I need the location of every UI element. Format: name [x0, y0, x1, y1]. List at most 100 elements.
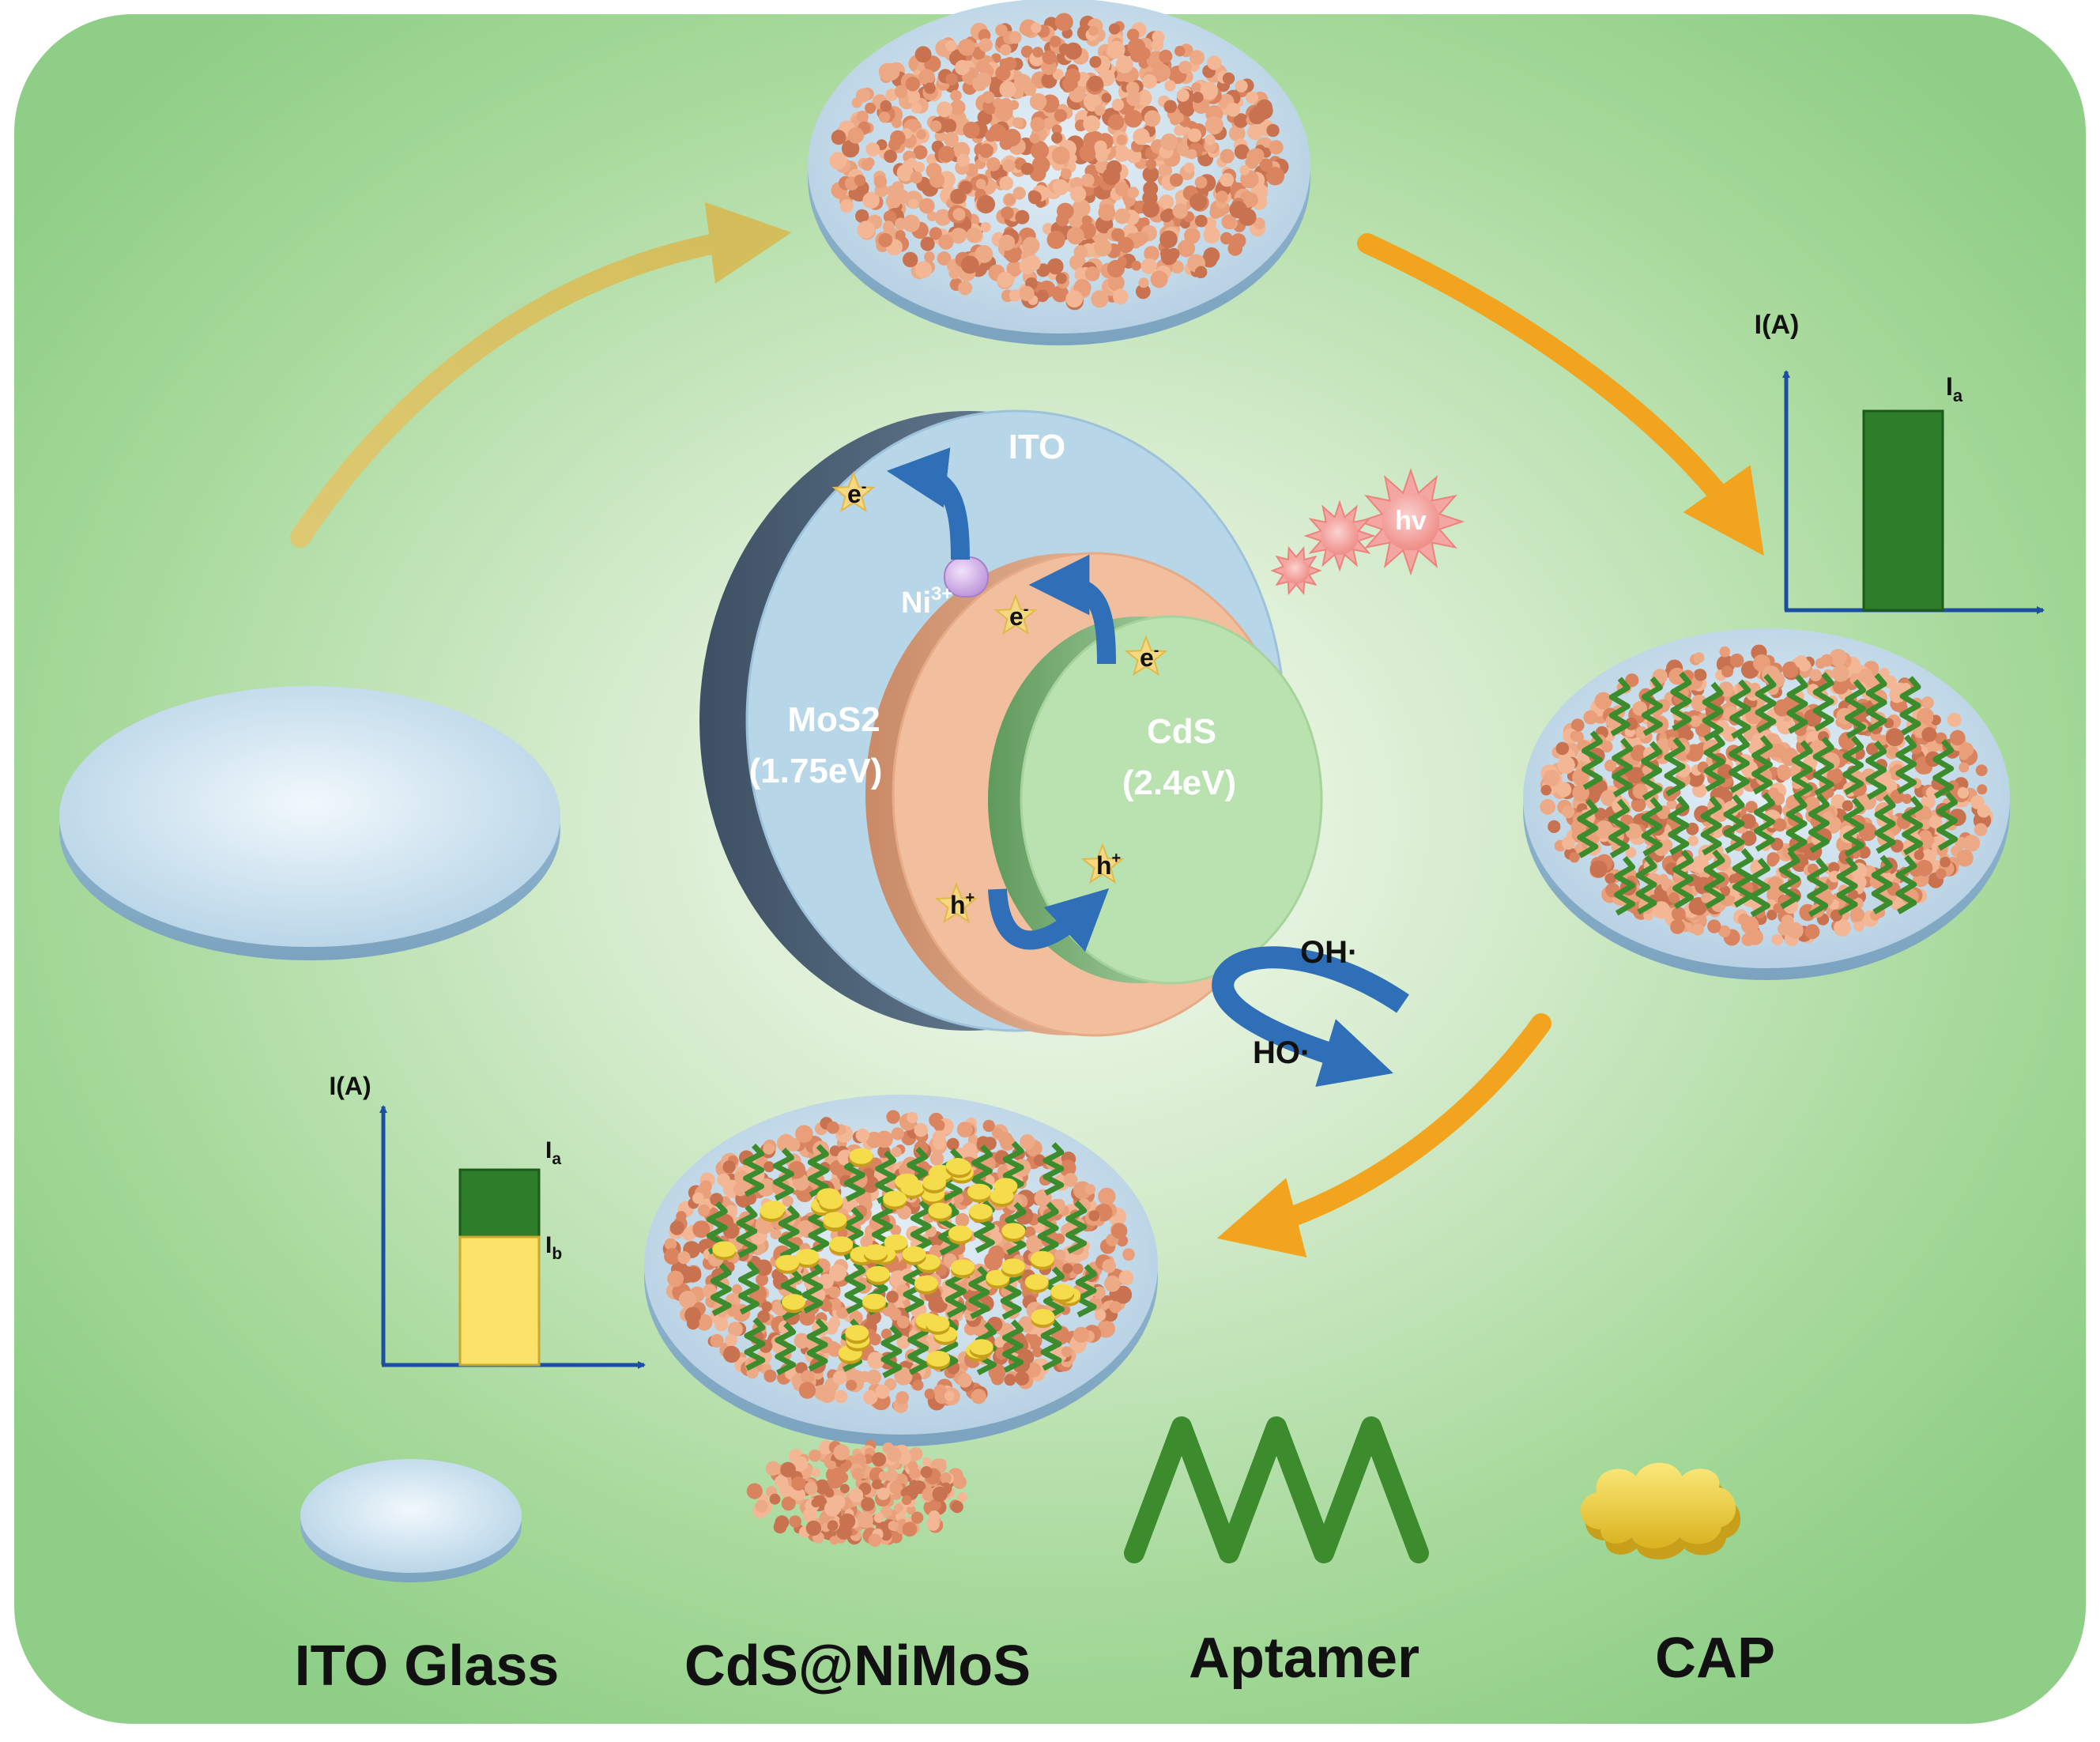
nanoparticle — [926, 211, 937, 221]
nanoparticle — [945, 40, 957, 52]
nanoparticle — [1073, 87, 1086, 100]
nanoparticle — [1054, 109, 1068, 123]
nanoparticle — [1600, 790, 1617, 806]
cap-molecule — [914, 1275, 938, 1295]
nanoparticle — [956, 153, 971, 167]
nanoparticle — [831, 1495, 846, 1510]
cap-molecule — [1050, 1284, 1075, 1303]
nanoparticle — [1054, 1249, 1066, 1261]
nanoparticle — [664, 1238, 677, 1250]
nanoparticle — [951, 1500, 963, 1514]
nanoparticle — [1172, 203, 1189, 219]
nanoparticle — [1084, 266, 1100, 281]
nanoparticle — [1122, 1249, 1135, 1261]
cap-molecule — [951, 1259, 975, 1279]
nanoparticle — [847, 127, 865, 144]
nanoparticle — [692, 1192, 704, 1205]
aptamer-layer — [1577, 671, 1959, 918]
nanoparticle — [1015, 1371, 1030, 1386]
nanoparticle — [1233, 113, 1249, 128]
nanoparticle — [909, 1447, 923, 1461]
nanoparticle — [1140, 258, 1157, 274]
aptamer-strand — [1040, 1317, 1062, 1371]
nanoparticle — [892, 118, 902, 129]
nanoparticle — [773, 1520, 787, 1534]
nanoparticle — [789, 1515, 801, 1528]
nanoparticle — [1152, 30, 1165, 43]
nanoparticle — [1072, 1263, 1084, 1275]
nanoparticle — [829, 1536, 839, 1545]
nanoparticle — [1921, 696, 1934, 710]
nanoparticle — [1114, 1285, 1133, 1304]
electron-transfer-arrow-inner — [1028, 554, 1116, 665]
nanoparticle — [1540, 798, 1556, 815]
nanoparticle — [1594, 692, 1612, 710]
hole-transfer-arrow — [988, 888, 1110, 952]
aptamer-strand — [1778, 849, 1800, 910]
aptamer-strand — [1845, 679, 1866, 739]
nanoparticle — [1719, 885, 1731, 897]
nanoparticle — [1543, 769, 1560, 787]
nanoparticle — [995, 24, 1008, 37]
nanoparticle — [873, 175, 888, 188]
nanoparticle — [908, 198, 919, 209]
cap-molecule-layer — [712, 1148, 1081, 1370]
nanoparticle — [1139, 217, 1150, 228]
nanoparticle — [1080, 173, 1095, 187]
nanoparticle — [1670, 919, 1685, 934]
nanoparticle — [1974, 823, 1988, 836]
svg-text:e-: e- — [847, 478, 866, 508]
nanoparticle — [1051, 285, 1069, 303]
nanoparticle — [894, 85, 908, 99]
nanoparticle — [746, 1483, 763, 1499]
nanoparticle — [732, 1284, 742, 1295]
nanoparticle — [1054, 13, 1073, 32]
nanoparticle — [1108, 23, 1121, 35]
aptamer-strand — [743, 1143, 764, 1197]
nanoparticle — [1133, 128, 1150, 145]
nanoparticle — [891, 1146, 902, 1158]
nanoparticle — [1921, 726, 1937, 742]
aptamer-strand — [1899, 676, 1921, 736]
nanoparticle — [886, 1291, 899, 1303]
nanoparticle — [1975, 764, 1988, 776]
nanoparticle — [1181, 241, 1192, 253]
aptamer-strand — [1641, 676, 1663, 737]
cap-molecule — [947, 1159, 971, 1178]
nanoparticle — [887, 1447, 902, 1462]
process-arrow-1 — [290, 202, 792, 548]
aptamer-strand — [907, 1322, 929, 1375]
nanoparticle — [1109, 1301, 1122, 1314]
nanoparticle — [769, 1493, 781, 1505]
nanoparticle — [1169, 173, 1183, 187]
nanoparticle — [986, 156, 1001, 172]
nanoparticle — [834, 1389, 848, 1404]
nanoparticle — [894, 189, 910, 205]
nanoparticle — [1652, 901, 1671, 919]
nanoparticle — [890, 130, 906, 146]
nanoparticle — [1163, 100, 1178, 114]
nanoparticle — [793, 1456, 809, 1472]
nanoparticle — [1883, 779, 1898, 794]
aptamer-strand — [1791, 740, 1813, 800]
nanoparticle — [1009, 289, 1022, 302]
aptamer-strand — [1785, 794, 1808, 854]
aptamer-strand — [1577, 798, 1599, 858]
nanoparticle — [1042, 118, 1054, 130]
nanoparticle — [878, 62, 897, 81]
nanoparticle — [902, 1521, 918, 1537]
nanoparticle — [1853, 921, 1864, 932]
nanoparticle — [956, 1122, 973, 1138]
nanoparticle — [1691, 694, 1708, 712]
nanoparticle — [1604, 760, 1617, 772]
nanoparticle — [780, 1461, 796, 1478]
nanoparticle — [1050, 36, 1061, 47]
nanoparticle — [1062, 1263, 1073, 1274]
cap-molecule — [969, 1339, 993, 1359]
aptamer-strand — [1865, 673, 1887, 733]
electron-marker: e- — [1124, 635, 1168, 677]
nanoparticle — [1159, 209, 1173, 223]
nanoparticle — [1625, 673, 1639, 688]
nanoparticle — [1186, 149, 1197, 160]
sun-icon — [1270, 545, 1322, 596]
